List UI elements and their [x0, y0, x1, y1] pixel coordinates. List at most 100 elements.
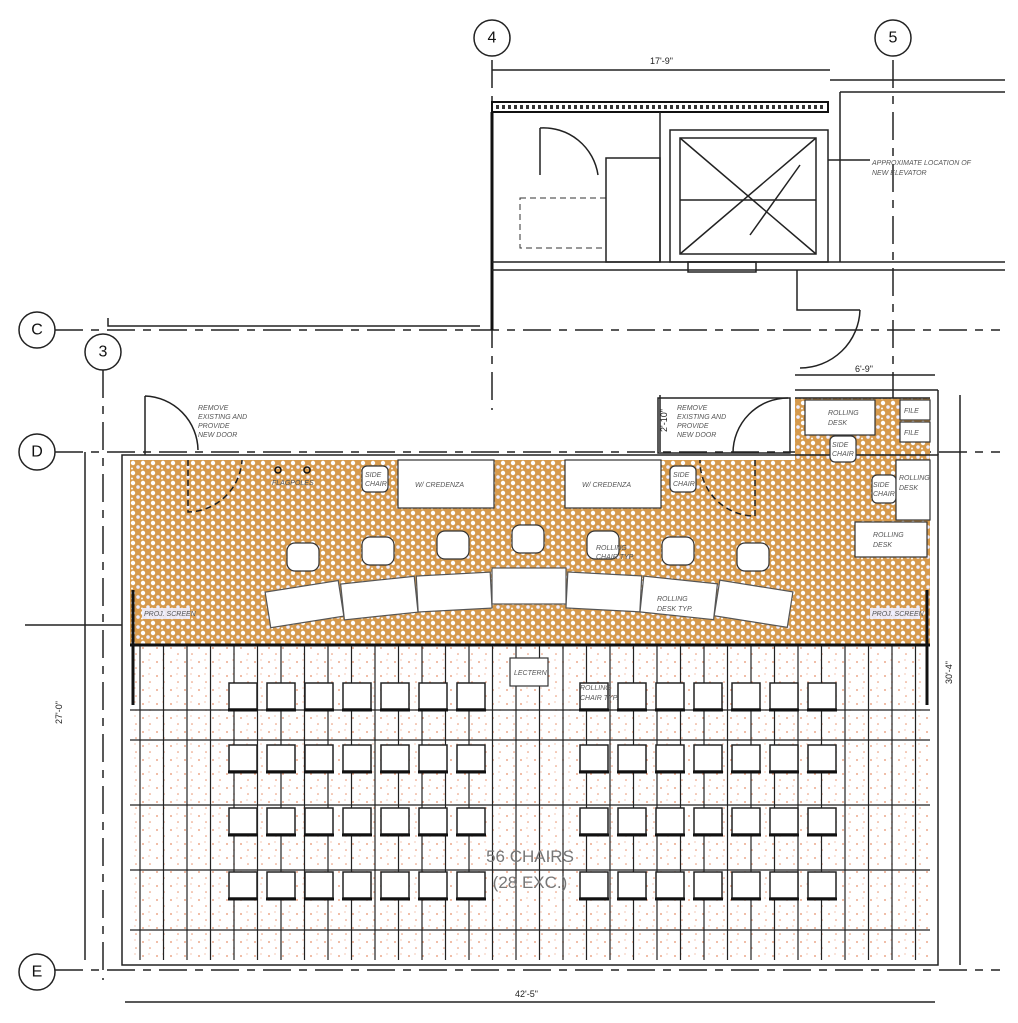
audience-chair — [617, 744, 647, 774]
file-cabinet: FILE — [899, 421, 931, 443]
audience-chair — [617, 871, 647, 901]
side-chair-label: SIDE — [832, 442, 849, 449]
audience-chair — [579, 744, 609, 774]
grid-bubble-4: 4 — [473, 19, 511, 57]
audience-chair — [807, 807, 837, 837]
rolling-desk — [264, 579, 345, 629]
grid-bubble-d: D — [18, 433, 56, 471]
dimension-left: 27'-0" — [54, 701, 64, 724]
audience-chair — [769, 682, 799, 712]
rolling-desk-label: ROLLING — [873, 532, 904, 539]
note-rolling-chair: ROLLING — [596, 545, 627, 552]
note-door-left: PROVIDE — [198, 423, 230, 430]
flagpoles: FLAGPOLES — [272, 466, 314, 487]
file-label: FILE — [904, 430, 919, 437]
grid-label: D — [31, 444, 43, 461]
audience-chair — [228, 682, 258, 712]
side-chair-label: CHAIR — [873, 491, 895, 498]
audience-chair — [266, 871, 296, 901]
rolling-chair — [436, 530, 470, 560]
audience-chair — [579, 807, 609, 837]
lectern: LECTERN — [509, 657, 549, 687]
note-chair-typ: CHAIR TYP. — [580, 695, 618, 702]
note-door-right: EXISTING AND — [677, 414, 726, 421]
audience-chair — [693, 871, 723, 901]
note-door-right: PROVIDE — [677, 423, 709, 430]
audience-chair — [731, 744, 761, 774]
rolling-desk — [415, 571, 493, 613]
audience-chairs — [228, 682, 837, 901]
audience-chair — [617, 807, 647, 837]
audience-chair — [769, 744, 799, 774]
side-chair-label: SIDE — [673, 472, 690, 479]
projection-screen-right: PROJ. SCREEN — [870, 608, 925, 619]
side-chair-label: CHAIR — [365, 481, 387, 488]
note-rolling-desk-typ: ROLLING — [657, 596, 688, 603]
grid-bubble-c: C — [18, 311, 56, 349]
file-label: FILE — [904, 408, 919, 415]
elevator-core: 17'-9" APPROXIMATE LOCATION OF NEW ELEVA… — [107, 56, 1005, 369]
audience-chair — [807, 744, 837, 774]
audience-chair — [380, 744, 410, 774]
audience-chair — [807, 871, 837, 901]
grid-label: 5 — [889, 30, 898, 47]
audience-chair — [579, 682, 609, 712]
audience-chair — [693, 807, 723, 837]
audience-chair — [617, 682, 647, 712]
audience-chair — [380, 871, 410, 901]
rolling-chair — [286, 542, 320, 572]
rolling-chair — [661, 536, 695, 566]
audience-chair — [266, 807, 296, 837]
dimension-alcove: 6'-9" — [855, 364, 873, 374]
audience-chair — [655, 807, 685, 837]
audience-chair — [655, 744, 685, 774]
door-right[interactable]: REMOVE EXISTING AND PROVIDE NEW DOOR — [657, 397, 791, 517]
audience-chair — [769, 807, 799, 837]
dimension-right: 30'-4" — [944, 661, 954, 684]
rolling-desk — [713, 579, 794, 629]
note-flagpoles: FLAGPOLES — [272, 480, 314, 487]
rolling-desk-label: DESK — [873, 542, 892, 549]
lectern-label: LECTERN — [514, 670, 548, 677]
door-left[interactable]: REMOVE EXISTING AND PROVIDE NEW DOOR — [144, 395, 247, 513]
side-chair-label: CHAIR — [832, 451, 854, 458]
rolling-desk — [565, 571, 643, 613]
note-chair-count: 56 CHAIRS — [486, 847, 574, 866]
audience-chair — [693, 682, 723, 712]
note-door-left: NEW DOOR — [198, 432, 237, 439]
grid-label: 4 — [488, 30, 497, 47]
audience-chair — [807, 682, 837, 712]
audience-chair — [380, 682, 410, 712]
audience-chair — [342, 807, 372, 837]
dais-furniture — [264, 524, 794, 629]
rolling-chair — [361, 536, 395, 566]
grid-label: 3 — [99, 344, 108, 361]
rolling-desk — [339, 575, 419, 621]
audience-chair — [769, 871, 799, 901]
grid-label: E — [32, 964, 43, 981]
rolling-desk — [491, 567, 567, 605]
audience-chair — [418, 871, 448, 901]
file-cabinet: FILE — [899, 399, 931, 421]
note-door-right: NEW DOOR — [677, 432, 716, 439]
rolling-desk: ROLLING DESK — [804, 399, 876, 436]
dimension-top: 17'-9" — [650, 56, 673, 66]
rolling-desk-label: DESK — [828, 420, 847, 427]
rolling-desk-label: ROLLING — [828, 410, 859, 417]
side-chair-label: CHAIR — [673, 481, 695, 488]
audience-chair — [456, 871, 486, 901]
rolling-desk-label: DESK — [899, 485, 918, 492]
grid-label: C — [31, 322, 43, 339]
note-door-right: REMOVE — [677, 405, 708, 412]
rolling-chair — [511, 524, 545, 554]
rolling-desk — [639, 575, 719, 621]
grid-bubble-3: 3 — [84, 333, 122, 371]
projection-screen-left: PROJ. SCREEN — [142, 608, 197, 619]
credenza-label: W/ CREDENZA — [582, 482, 631, 489]
note-proj-screen: PROJ. SCREEN — [872, 611, 925, 618]
side-chair: SIDE CHAIR — [829, 435, 857, 463]
